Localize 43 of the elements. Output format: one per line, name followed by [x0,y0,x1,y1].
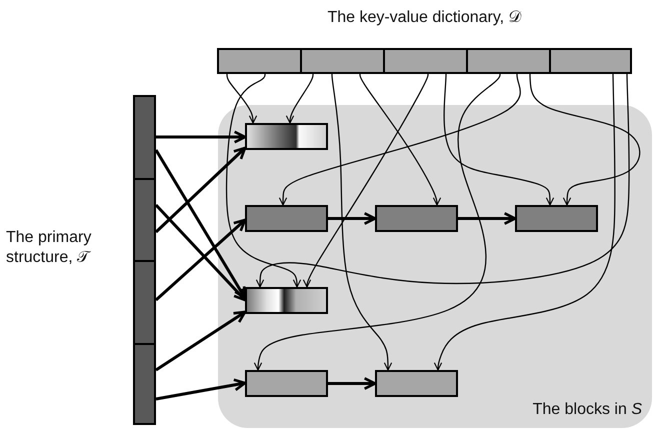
label-text: The primary structure, 𝒯 [6,228,92,268]
arrow [226,74,302,288]
dictionary-cell [217,48,302,74]
structure-cell [133,95,156,180]
gradient-block [245,287,328,314]
gradient-block [245,123,328,150]
block [245,205,328,232]
dictionary-array [217,8,632,74]
arrow [278,74,521,206]
dictionary-cell [466,48,552,74]
arrow [226,74,258,124]
arrow [156,130,246,144]
arrow [458,212,516,225]
arrow [155,218,246,302]
arrow [286,74,314,124]
arrow [155,310,246,372]
block [375,370,458,397]
arrow [256,74,630,288]
arrow [529,74,640,206]
block [375,205,458,232]
arrow [254,74,501,371]
label-text: The key-value dictionary, 𝒟 [326,8,523,28]
arrow [444,74,554,206]
arrow [328,377,376,390]
dictionary-cell [300,48,386,74]
structure-cell [133,260,156,345]
dictionary-cell [549,48,632,74]
arrow [331,74,392,371]
structure-cell [133,342,156,425]
arrow [434,74,616,371]
dictionary-cell [383,48,468,74]
arrow [156,378,246,400]
arrow [154,149,246,300]
arrow [302,74,429,288]
arrow [154,204,246,302]
arrow [154,146,246,234]
blocks-region [218,105,652,428]
block [515,205,598,232]
arrow [359,74,442,206]
arrow [328,212,376,225]
block [245,370,328,397]
structure-cell [133,178,156,262]
label-text: The blocks in S [532,400,642,420]
